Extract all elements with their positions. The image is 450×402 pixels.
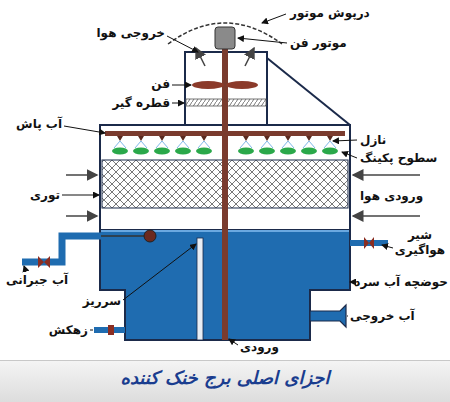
drain-valve — [108, 325, 114, 335]
water-drop — [238, 148, 254, 155]
nozzle — [117, 136, 123, 141]
water-drop — [133, 148, 149, 155]
nozzle — [138, 136, 144, 141]
leader-lines — [24, 14, 393, 345]
makeup-pipe — [22, 236, 101, 262]
spray-pipe — [105, 131, 345, 136]
air-out-arrow — [196, 48, 205, 66]
part-label: ورودی — [240, 340, 279, 355]
float-arm — [101, 235, 145, 237]
float-ball — [144, 230, 156, 242]
spray — [114, 141, 126, 148]
vent-valve — [364, 237, 374, 249]
water-drop — [259, 148, 275, 155]
air-in-arrow — [353, 174, 420, 176]
water-drop — [322, 148, 338, 155]
part-label: حوضچه آب سرد — [354, 275, 448, 290]
spray — [303, 141, 315, 148]
casing-slope — [267, 58, 350, 125]
part-label: آب خروجی — [350, 309, 415, 324]
part-label: توری — [30, 188, 60, 203]
fan-blade — [192, 81, 224, 89]
nozzle — [285, 136, 291, 141]
part-label: زهکش — [49, 323, 88, 338]
water-drop — [280, 148, 296, 155]
nozzle-row — [112, 136, 338, 155]
makeup-valve — [38, 256, 50, 268]
part-label: موتور فن — [290, 36, 347, 51]
overflow-pipe — [197, 238, 203, 340]
part-label: درپوش موتور — [290, 6, 370, 21]
spray — [261, 141, 273, 148]
part-label: نازل — [360, 133, 386, 148]
spray — [282, 141, 294, 148]
fan-blade — [226, 81, 258, 89]
water-drop — [301, 148, 317, 155]
spray — [156, 141, 168, 148]
part-label: آب پاش — [16, 117, 62, 132]
nozzle — [180, 136, 186, 141]
part-label: خروجی هوا — [97, 26, 166, 41]
water-drop — [112, 148, 128, 155]
fan-motor — [215, 27, 235, 49]
part-label: آب جبرانی — [6, 273, 68, 288]
outlet-pipe — [310, 305, 346, 327]
air-in-arrow — [353, 215, 420, 217]
part-label: ورودی هوا — [360, 189, 423, 204]
part-label: قطره گیر — [112, 96, 170, 111]
air-out-arrow — [245, 48, 254, 66]
part-label: سطوح پکینگ — [360, 151, 437, 166]
air-in-arrow — [66, 215, 97, 217]
part-label: سرریز — [83, 294, 121, 309]
part-label: شیر هواگیری — [392, 228, 448, 258]
nozzle — [159, 136, 165, 141]
spray — [324, 141, 336, 148]
spray — [135, 141, 147, 148]
spray — [198, 141, 210, 148]
water-drop — [196, 148, 212, 155]
nozzle — [327, 136, 333, 141]
nozzle — [243, 136, 249, 141]
water-drop — [175, 148, 191, 155]
nozzle — [306, 136, 312, 141]
caption: اجزای اصلی برج خنک کننده — [0, 367, 450, 388]
water-drop — [154, 148, 170, 155]
air-in-arrow — [66, 174, 97, 176]
nozzle — [201, 136, 207, 141]
spray — [240, 141, 252, 148]
nozzle — [264, 136, 270, 141]
part-label: فن — [151, 77, 170, 92]
shaft-inlet — [222, 48, 228, 340]
spray — [177, 141, 189, 148]
